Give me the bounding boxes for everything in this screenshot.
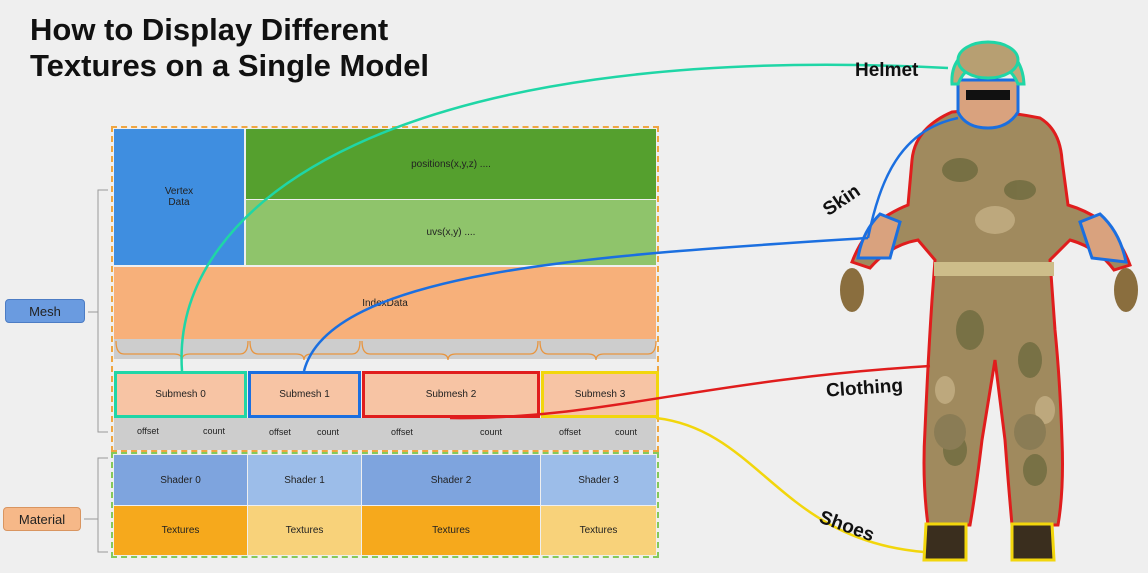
- submesh-3: Submesh 3: [541, 371, 659, 418]
- offset-count-strip: [114, 418, 656, 450]
- mesh-outline: [111, 126, 659, 452]
- shoes-connector: [655, 416, 925, 554]
- submesh-0: Submesh 0: [114, 371, 247, 418]
- material-outline: [111, 452, 659, 558]
- shader-1: Shader 1: [248, 455, 361, 505]
- skin-right-forearm: [1078, 212, 1128, 264]
- title-line-1: How to Display Different: [30, 12, 389, 47]
- submesh-3-offset: offset: [559, 427, 581, 437]
- shader-0: Shader 0: [114, 455, 247, 505]
- submesh-2-count: count: [480, 427, 503, 437]
- skin-connector-face: [866, 116, 959, 239]
- submesh-0-offset: offset: [137, 426, 159, 436]
- submesh-0-count: count: [203, 426, 226, 436]
- helmet-label: Helmet: [855, 60, 919, 81]
- skin-connector: [302, 236, 869, 372]
- title-line-2: Textures on a Single Model: [30, 48, 430, 83]
- textures-3: Textures: [541, 506, 656, 555]
- submesh-1: Submesh 1: [248, 371, 361, 418]
- textures-2: Textures: [362, 506, 540, 555]
- shader-3: Shader 3: [541, 455, 656, 505]
- shader-2: Shader 2: [362, 455, 540, 505]
- shoe-right: [1010, 522, 1056, 562]
- helmet-connector: [180, 63, 949, 372]
- textures-0: Textures: [114, 506, 247, 555]
- textures-1: Textures: [248, 506, 361, 555]
- positions-row: positions(x,y,z) ....: [246, 129, 656, 199]
- index-data-block: IndexData: [114, 267, 656, 339]
- submesh-1-count: count: [317, 427, 340, 437]
- slide-title: How to Display Different Textures on a S…: [30, 12, 429, 84]
- uvs-row: uvs(x,y) ....: [246, 200, 656, 265]
- shoe-left: [922, 522, 968, 562]
- mesh-label: Mesh: [5, 299, 85, 323]
- submesh-1-offset: offset: [269, 427, 291, 437]
- skin-left-forearm: [856, 212, 902, 260]
- submesh-2-offset: offset: [391, 427, 413, 437]
- submesh-3-count: count: [615, 427, 638, 437]
- clothing-connector: [449, 364, 931, 420]
- submesh-2: Submesh 2: [362, 371, 540, 418]
- clothing-outline: [850, 109, 1132, 527]
- material-label: Material: [3, 507, 81, 531]
